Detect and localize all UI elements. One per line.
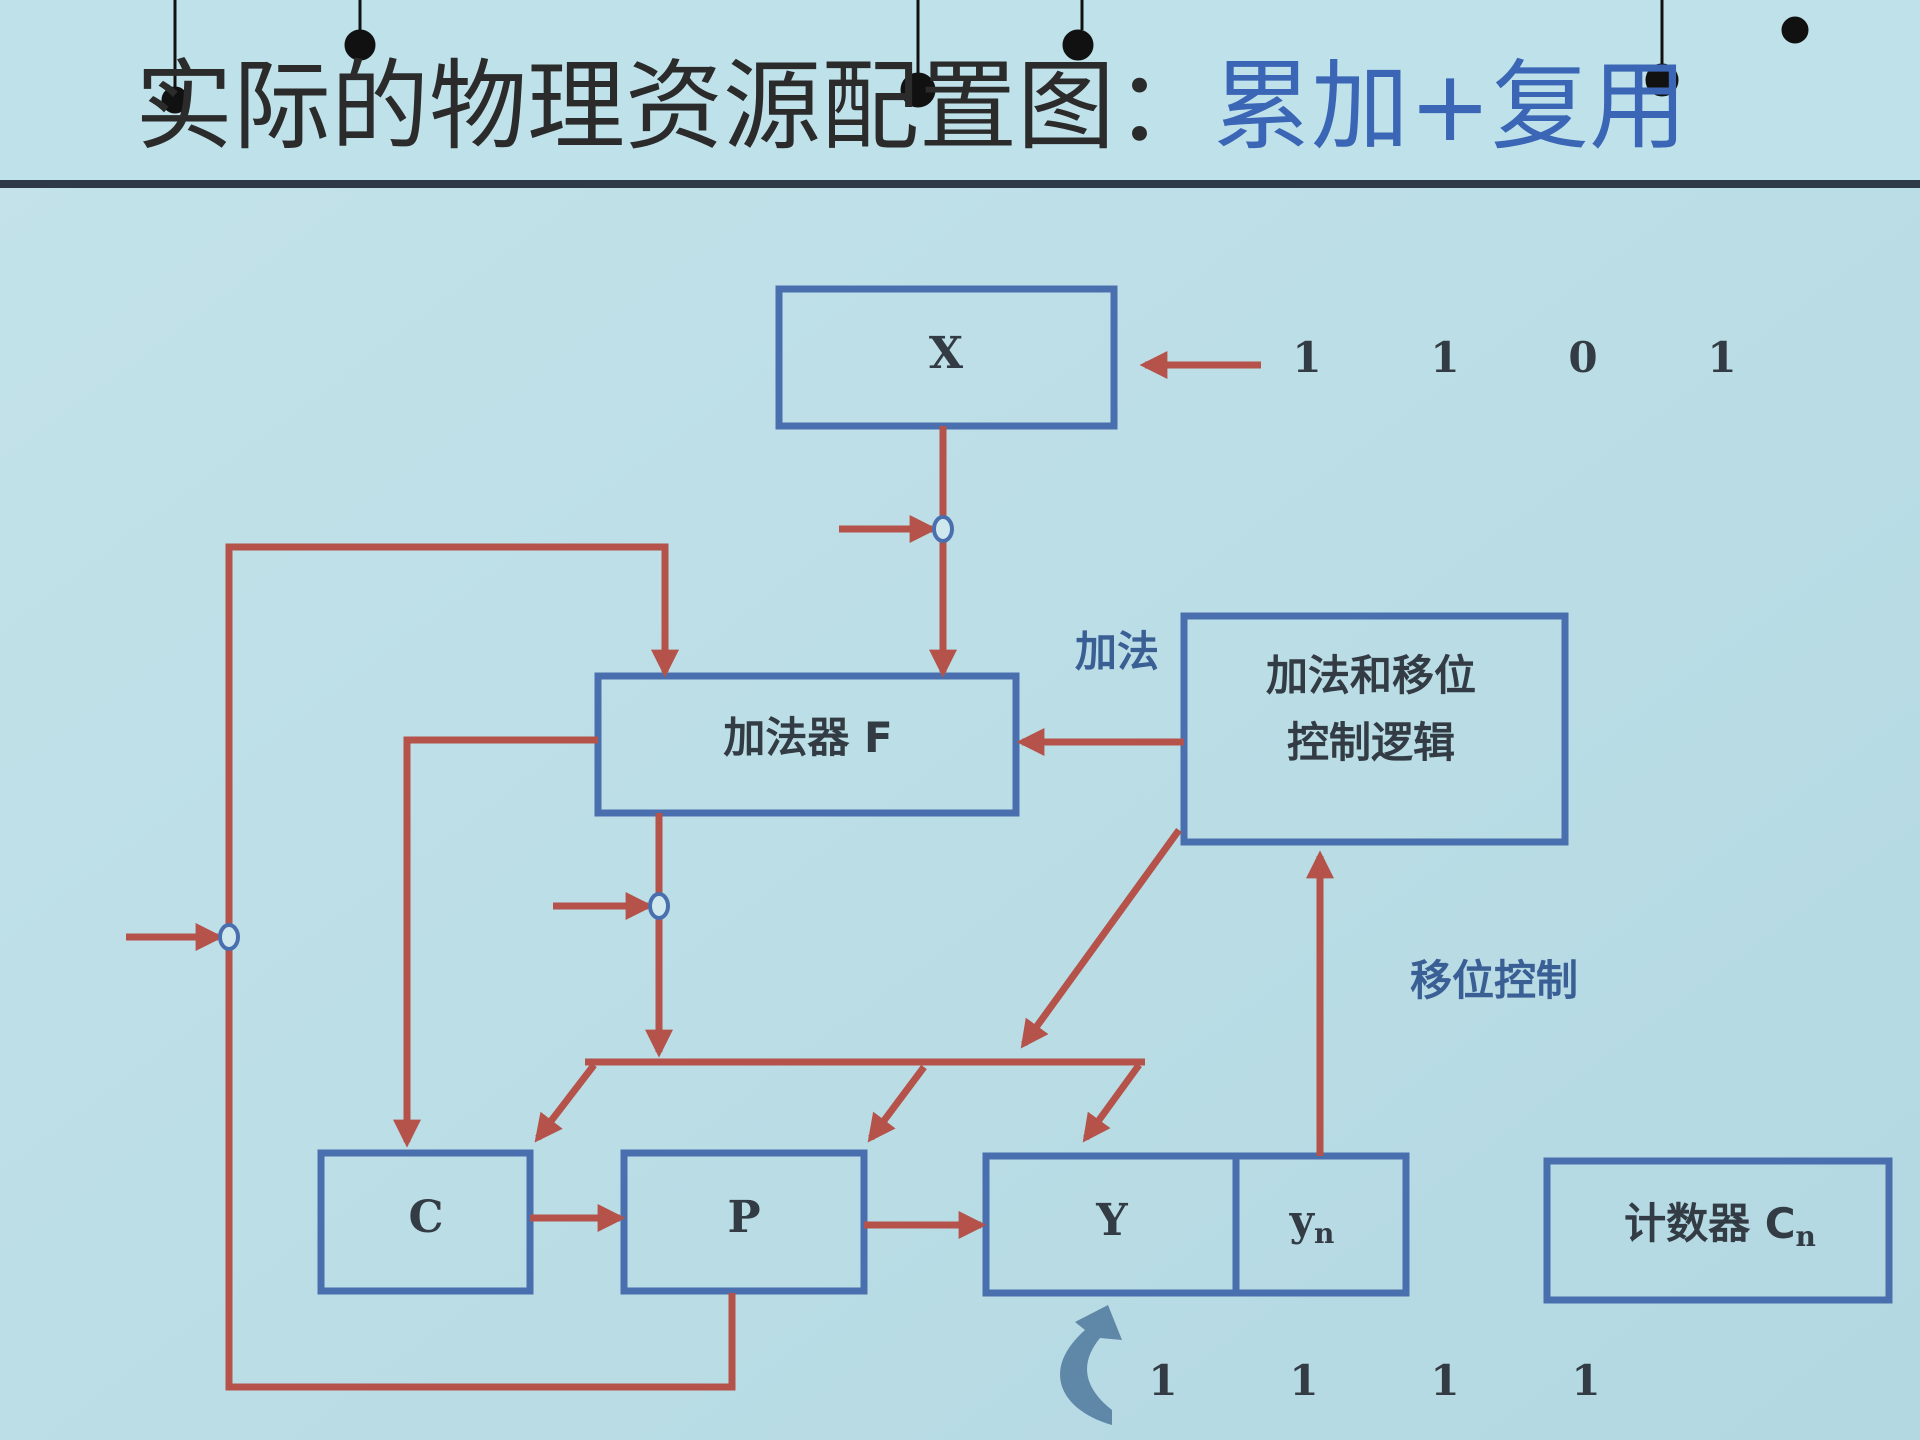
- data-paths: [126, 351, 1334, 1391]
- title-band: [0, 0, 1920, 182]
- gates: [218, 515, 954, 951]
- x-input-bit: 1: [1707, 333, 1736, 382]
- c-register-label: C: [408, 1192, 443, 1243]
- x-input-bit: 1: [1430, 333, 1459, 382]
- counter-label: 计数器 Cn: [1624, 1199, 1816, 1253]
- adder-box: [594, 672, 1020, 817]
- add-signal-label: 加法: [1075, 627, 1159, 676]
- y-input-bit: 1: [1148, 1356, 1177, 1405]
- control-logic-label-line1: 加法和移位: [1266, 651, 1476, 700]
- p-register-label: P: [727, 1192, 760, 1243]
- y-input-bit: 1: [1571, 1356, 1600, 1405]
- control-logic-box: [1180, 612, 1569, 846]
- x-register-label: X: [929, 328, 964, 379]
- gate-f: [648, 892, 670, 920]
- yn-label: yn: [1289, 1196, 1335, 1250]
- y-input-bit: 1: [1430, 1356, 1459, 1405]
- gate-x: [932, 515, 954, 543]
- y-input-bit: 1: [1289, 1356, 1318, 1405]
- shift-in-curved-arrow-icon: [1060, 1305, 1122, 1425]
- c-register-box: [317, 1149, 534, 1295]
- control-logic-label-line2: 控制逻辑: [1287, 718, 1455, 767]
- x-input-bit: 1: [1292, 333, 1321, 382]
- adder-label: 加法器 F: [723, 713, 892, 762]
- x-input-bit: 0: [1568, 333, 1597, 382]
- gate-feedback: [218, 923, 240, 951]
- shift-control-label: 移位控制: [1410, 956, 1578, 1005]
- counter-box: [1543, 1157, 1893, 1304]
- title-divider: [0, 180, 1920, 188]
- y-register-label: Y: [1095, 1195, 1128, 1246]
- hanging-microphones: [161, 0, 1809, 114]
- page-title: 实际的物理资源配置图：累加+复用: [135, 50, 1687, 164]
